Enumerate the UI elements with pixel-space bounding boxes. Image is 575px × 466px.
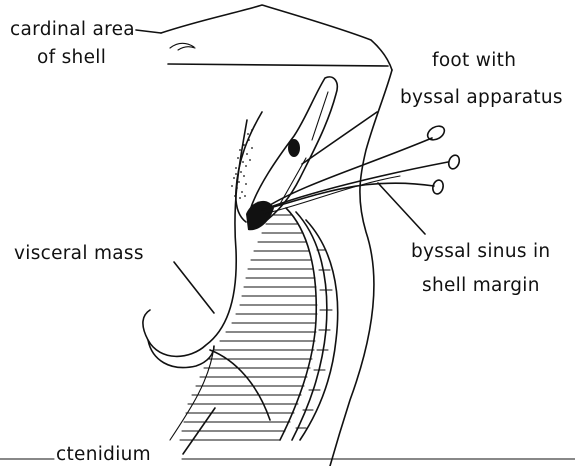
ctenidium-outer-edge — [280, 208, 316, 440]
label-foot-line1: foot with — [432, 50, 516, 71]
label-ctenidium: ctenidium — [56, 444, 151, 465]
shell-margin-right — [330, 70, 392, 466]
cardinal-area-shape — [161, 5, 392, 70]
shell-growth-mark — [170, 43, 195, 50]
leader-byssal-sinus — [378, 183, 425, 234]
hinge-line — [168, 64, 388, 66]
shell-margin-inner — [143, 120, 247, 356]
leader-cardinal-area — [136, 30, 161, 33]
ctenidium-lower-edge — [210, 350, 270, 420]
ctenidium-middle-edge — [292, 212, 327, 440]
foot-groove — [280, 92, 328, 204]
leader-foot — [302, 112, 377, 164]
byssal-thread-3 — [262, 183, 434, 210]
stippled-area — [231, 129, 253, 199]
shell-outline — [143, 5, 392, 466]
foot-dark-spot — [288, 139, 300, 157]
label-cardinal-area-line1: cardinal area — [10, 19, 135, 40]
label-cardinal-area-line2: of shell — [37, 47, 106, 68]
label-visceral-mass: visceral mass — [14, 243, 144, 264]
label-byssal-sinus-line1: byssal sinus in — [411, 241, 550, 262]
label-byssal-sinus-line2: shell margin — [422, 275, 540, 296]
label-foot-line2: byssal apparatus — [400, 87, 563, 108]
byssal-plaque-2 — [447, 154, 461, 171]
ctenidium — [180, 208, 338, 440]
byssal-thread-4 — [264, 176, 400, 214]
byssal-plaque-3 — [431, 179, 444, 195]
leader-visceral-mass — [174, 262, 214, 313]
